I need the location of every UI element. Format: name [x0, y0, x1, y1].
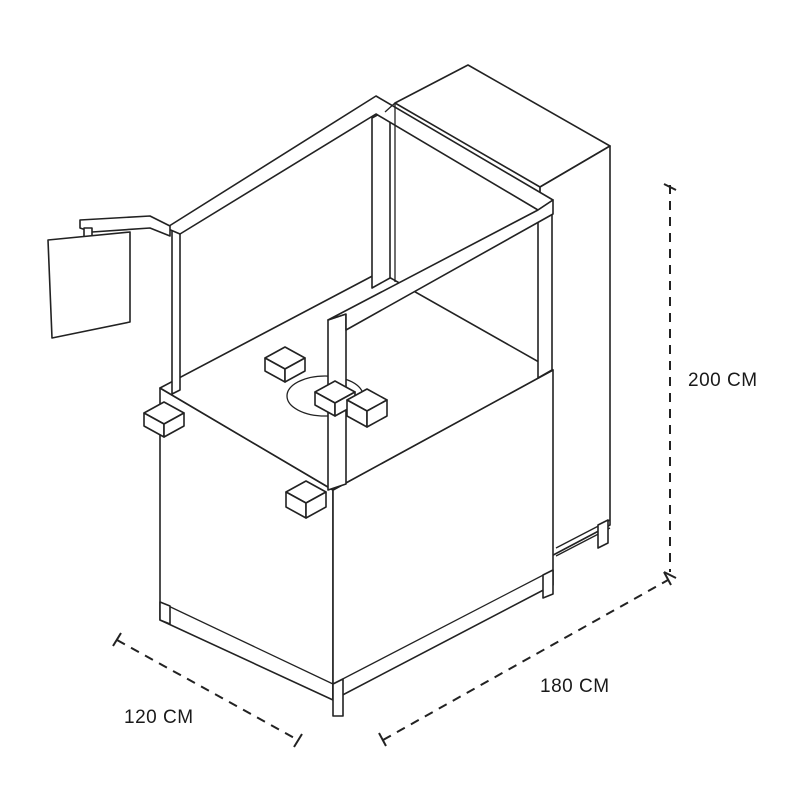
width-label: 120 CM [124, 707, 194, 728]
width-dimension-line [112, 632, 303, 748]
side-blocks [143, 401, 327, 519]
height-label: 200 CM [688, 370, 758, 391]
height-dimension-line [663, 183, 677, 579]
length-dimension-line [378, 571, 672, 747]
length-label: 180 CM [540, 676, 610, 697]
surface-blocks [264, 346, 388, 428]
monitor [47, 231, 131, 339]
base-box [159, 369, 554, 717]
